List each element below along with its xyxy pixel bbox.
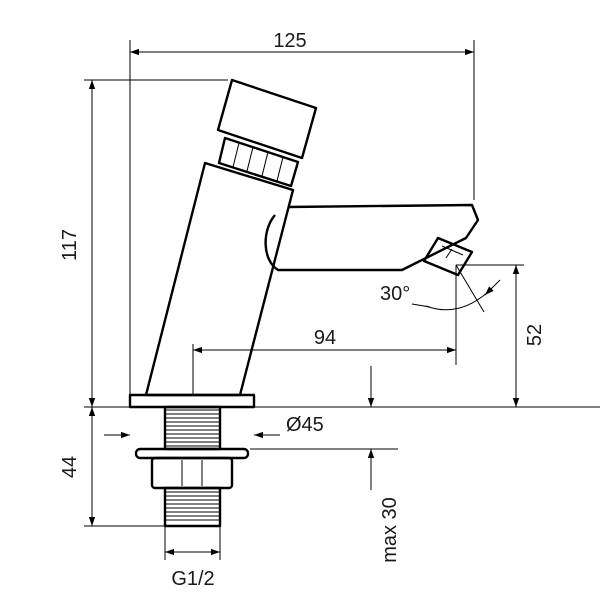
aerator: [422, 236, 474, 277]
threaded-shank-upper: [163, 405, 222, 451]
dimension-labels: 125 117 94 52 44 Ø45 G1/2 max 30 30°: [59, 30, 546, 590]
hex-nut: [150, 456, 234, 490]
push-button-cap: [216, 78, 318, 160]
label-overall-height: 117: [59, 229, 81, 261]
label-base-diameter: Ø45: [286, 414, 324, 436]
label-spout-reach: 94: [314, 327, 336, 349]
base-and-fixing: [128, 393, 256, 528]
washer: [134, 447, 250, 460]
angle-leader: [411, 303, 431, 308]
label-overall-width: 125: [273, 30, 306, 52]
angle-arc: [425, 291, 489, 311]
label-max-counter-thickness: max 30: [379, 497, 401, 563]
faucet-outline: [144, 78, 480, 397]
dimension-lines: [88, 48, 520, 556]
label-spout-angle: 30°: [380, 283, 410, 305]
angle-inclined-ref: [455, 264, 485, 313]
extension-lines: [84, 40, 600, 560]
label-thread-height: 44: [59, 456, 81, 478]
angle-arrow: [484, 279, 501, 296]
spout: [264, 203, 480, 272]
label-spout-height: 52: [524, 324, 546, 346]
button-collar: [217, 136, 300, 188]
threaded-shank-lower: [163, 486, 222, 528]
base-rosette: [128, 393, 256, 409]
label-thread-size: G1/2: [171, 568, 214, 590]
tap-body: [144, 161, 295, 397]
